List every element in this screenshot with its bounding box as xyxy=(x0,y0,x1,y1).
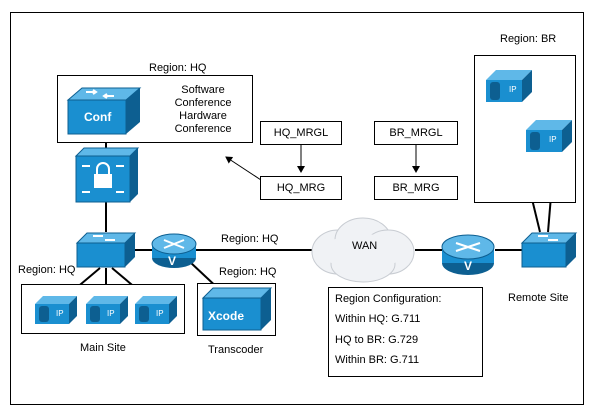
hq-mrgl-box: HQ_MRGL xyxy=(260,121,342,145)
conf-text-2: Conference xyxy=(174,97,232,109)
phone-label: IP xyxy=(156,309,164,318)
hq-switch-icon xyxy=(75,232,137,268)
phone-label: IP xyxy=(56,309,64,318)
conf-icon-label: Conf xyxy=(84,110,112,124)
remote-site-caption: Remote Site xyxy=(508,292,569,304)
hq-router-icon xyxy=(151,233,197,268)
main-site-caption: Main Site xyxy=(80,342,126,354)
conf-text-1: Software xyxy=(181,84,225,96)
config-title: Region Configuration: xyxy=(335,293,442,305)
region-label-br: Region: BR xyxy=(500,33,557,45)
transcoder-caption: Transcoder xyxy=(208,344,264,356)
ip-phone-icon xyxy=(35,296,77,324)
ip-phone-icon xyxy=(526,120,572,152)
conference-text: Software Conference Hardware Conference xyxy=(158,84,248,136)
conf-text-3: Hardware xyxy=(179,110,227,122)
ip-phone-icon xyxy=(135,296,177,324)
region-label-hq-conf: Region: HQ xyxy=(149,62,207,74)
xcode-icon-label: Xcode xyxy=(208,309,245,323)
region-label-main: Region: HQ xyxy=(18,264,76,276)
secure-switch-icon xyxy=(74,147,140,203)
region-label-xcode: Region: HQ xyxy=(219,266,277,278)
config-line-3: Within BR: G.711 xyxy=(335,354,420,366)
hq-router-label: V xyxy=(168,254,177,268)
wan-cloud-icon xyxy=(311,217,415,283)
br-router-label: V xyxy=(464,259,473,273)
region-config-box: Region Configuration: Within HQ: G.711 H… xyxy=(328,287,483,377)
br-mrgl-box: BR_MRGL xyxy=(374,121,458,145)
config-line-2: HQ to BR: G.729 xyxy=(335,334,419,346)
br-mrg-box: BR_MRG xyxy=(374,176,458,200)
ip-phone-icon xyxy=(486,70,532,102)
region-label-link: Region: HQ xyxy=(221,233,279,245)
ip-phone-icon xyxy=(86,296,128,324)
wan-label: WAN xyxy=(352,240,378,252)
phone-label: IP xyxy=(509,85,517,94)
transcoder-icon xyxy=(201,287,273,331)
config-line-1: Within HQ: G.711 xyxy=(335,313,421,325)
br-router-icon xyxy=(441,234,495,275)
conf-text-4: Conference xyxy=(174,123,232,135)
phone-label: IP xyxy=(549,135,557,144)
hq-mrg-box: HQ_MRG xyxy=(260,176,342,200)
arrow-mrg-conf xyxy=(225,156,262,181)
br-switch-icon xyxy=(520,232,578,268)
conf-switch-icon xyxy=(66,87,142,135)
phone-label: IP xyxy=(107,309,115,318)
